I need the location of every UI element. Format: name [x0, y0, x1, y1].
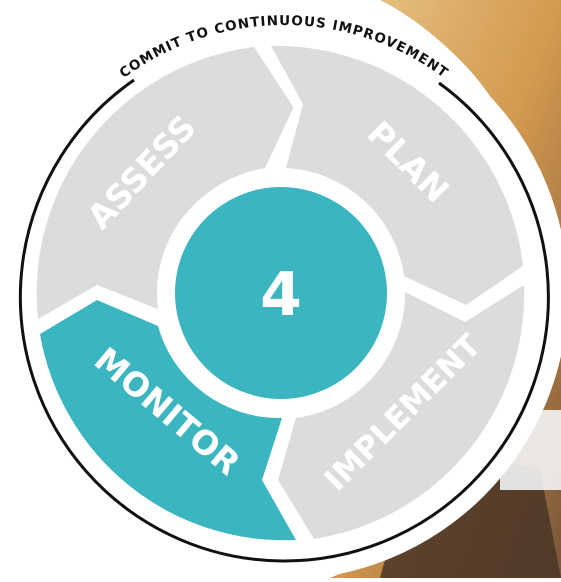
segment-assess[interactable]	[36, 47, 294, 319]
segment-plan[interactable]	[271, 45, 523, 305]
center-step-number: 4	[260, 260, 302, 330]
segment-implement[interactable]	[278, 285, 525, 539]
segment-dividers	[34, 42, 528, 544]
segment-monitor[interactable]	[40, 300, 296, 541]
cycle-segments	[36, 45, 525, 541]
center-disc	[175, 187, 387, 399]
outer-ring	[18, 78, 550, 563]
